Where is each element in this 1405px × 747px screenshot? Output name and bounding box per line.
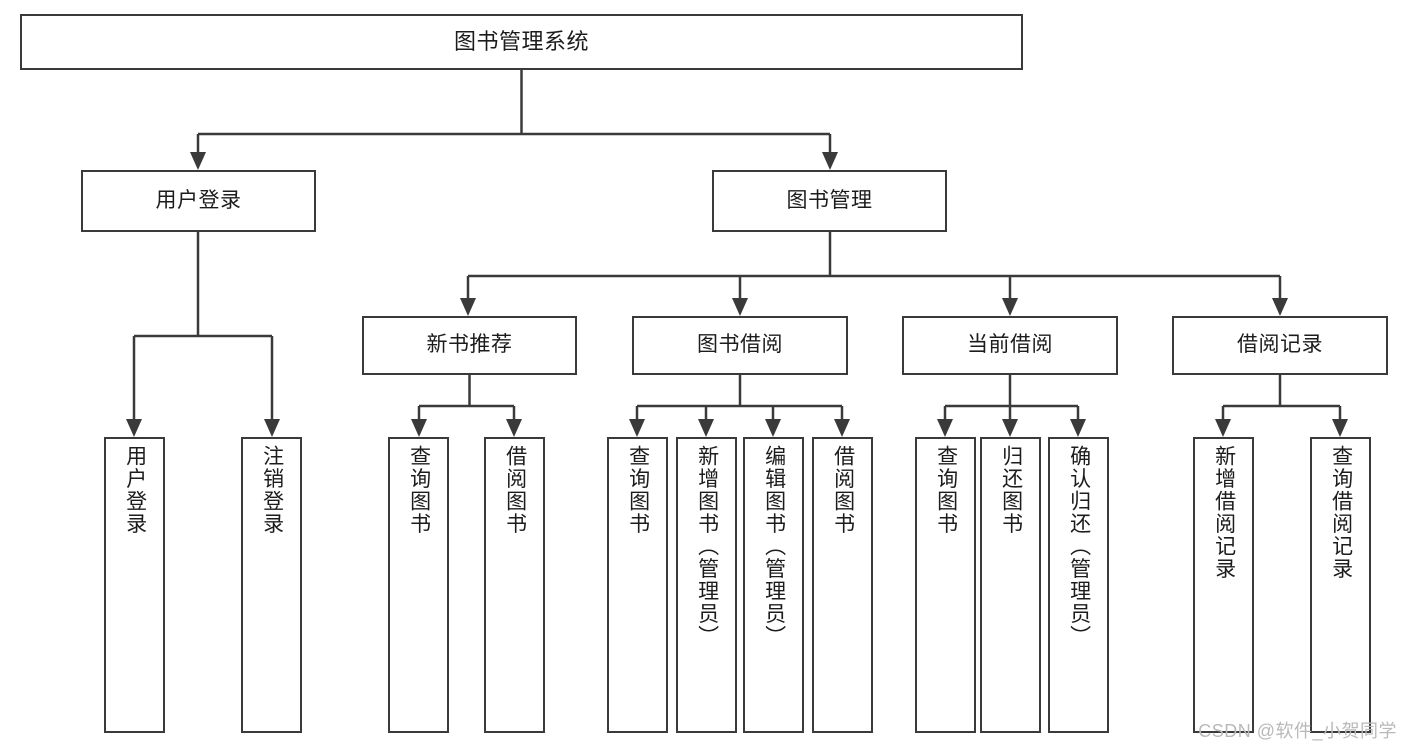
- leaf-user-login[interactable]: 用户登录: [104, 437, 165, 733]
- arrow-root-to-user-login: [190, 152, 206, 170]
- arrow-current-to-leaf1: [937, 419, 953, 437]
- arrow-borrow-to-leaf3: [765, 419, 781, 437]
- node-label: 当前借阅: [967, 333, 1053, 357]
- node-user-login[interactable]: 用户登录: [81, 170, 316, 232]
- arrow-userlogin-to-leaf1: [126, 419, 142, 437]
- leaf-logout[interactable]: 注销登录: [241, 437, 302, 733]
- arrow-bookmanage-to-current: [1002, 298, 1018, 316]
- node-label: 查询图书: [626, 445, 650, 535]
- node-label: 图书管理系统: [453, 29, 589, 55]
- node-book-borrowing[interactable]: 图书借阅: [632, 316, 848, 375]
- arrow-borrow-to-leaf2: [698, 419, 714, 437]
- node-label: 查询图书: [934, 445, 958, 535]
- watermark-text: CSDN @软件_小贺同学: [1198, 721, 1397, 741]
- arrow-root-to-book-manage: [822, 152, 838, 170]
- arrow-borrow-to-leaf1: [629, 419, 645, 437]
- node-current-borrowing[interactable]: 当前借阅: [902, 316, 1118, 375]
- node-label: 新增图书（管理员）: [695, 445, 719, 648]
- arrow-userlogin-to-leaf2: [264, 419, 280, 437]
- node-label: 图书管理: [786, 188, 873, 212]
- node-label: 新增借阅记录: [1212, 445, 1236, 580]
- node-label: 借阅图书: [831, 445, 855, 535]
- leaf-borrow-book-recommend[interactable]: 借阅图书: [484, 437, 545, 733]
- arrow-record-to-leaf2: [1332, 419, 1348, 437]
- leaf-return-book[interactable]: 归还图书: [980, 437, 1041, 733]
- node-label: 用户登录: [123, 445, 147, 535]
- arrow-current-to-leaf2: [1002, 419, 1018, 437]
- node-root-book-management-system[interactable]: 图书管理系统: [20, 14, 1023, 70]
- node-label: 编辑图书（管理员）: [762, 445, 786, 648]
- arrow-bookmanage-to-newbook: [460, 298, 476, 316]
- arrow-current-to-leaf3: [1070, 419, 1086, 437]
- arrow-bookmanage-to-record: [1272, 298, 1288, 316]
- arrow-newbook-to-leaf1: [411, 419, 427, 437]
- node-label: 图书借阅: [697, 333, 783, 357]
- node-label: 借阅记录: [1237, 333, 1323, 357]
- node-label: 确认归还（管理员）: [1067, 445, 1091, 648]
- leaf-confirm-return-admin[interactable]: 确认归还（管理员）: [1048, 437, 1109, 733]
- leaf-add-borrow-record[interactable]: 新增借阅记录: [1193, 437, 1254, 733]
- node-label: 查询图书: [407, 445, 431, 535]
- node-label: 注销登录: [260, 445, 284, 535]
- leaf-edit-book-admin[interactable]: 编辑图书（管理员）: [743, 437, 804, 733]
- leaf-query-borrow-record[interactable]: 查询借阅记录: [1310, 437, 1371, 733]
- node-label: 新书推荐: [426, 333, 513, 357]
- node-label: 用户登录: [155, 188, 242, 212]
- arrow-newbook-to-leaf2: [506, 419, 522, 437]
- node-borrowing-record[interactable]: 借阅记录: [1172, 316, 1388, 375]
- node-label: 查询借阅记录: [1329, 445, 1353, 580]
- leaf-query-book-borrow[interactable]: 查询图书: [607, 437, 668, 733]
- arrow-record-to-leaf1: [1215, 419, 1231, 437]
- arrow-bookmanage-to-borrow: [732, 298, 748, 316]
- leaf-query-book-recommend[interactable]: 查询图书: [388, 437, 449, 733]
- node-label: 归还图书: [999, 445, 1023, 535]
- leaf-add-book-admin[interactable]: 新增图书（管理员）: [676, 437, 737, 733]
- arrow-borrow-to-leaf4: [834, 419, 850, 437]
- node-new-book-recommendation[interactable]: 新书推荐: [362, 316, 577, 375]
- node-label: 借阅图书: [503, 445, 527, 535]
- node-book-management[interactable]: 图书管理: [712, 170, 947, 232]
- leaf-borrow-book[interactable]: 借阅图书: [812, 437, 873, 733]
- leaf-query-book-current[interactable]: 查询图书: [915, 437, 976, 733]
